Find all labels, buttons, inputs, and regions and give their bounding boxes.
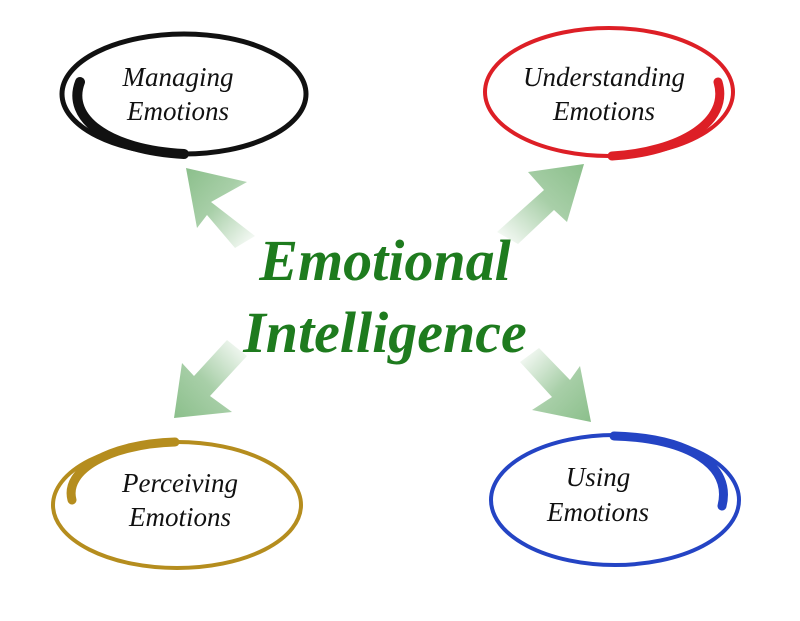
node-perceiving-line2: Emotions bbox=[128, 502, 231, 532]
arrow-to-understanding bbox=[497, 164, 584, 244]
ellipse-using-accent bbox=[609, 431, 728, 511]
center-title-line2: Intelligence bbox=[242, 300, 527, 365]
node-perceiving-line1: Perceiving bbox=[121, 468, 238, 498]
node-using: Using Emotions bbox=[489, 431, 741, 567]
node-managing-line1: Managing bbox=[122, 62, 234, 92]
arrow-to-using bbox=[520, 348, 591, 422]
node-understanding: Understanding Emotions bbox=[483, 26, 735, 161]
ellipse-understanding-accent bbox=[607, 77, 725, 161]
node-managing: Managing Emotions bbox=[59, 31, 309, 159]
arrow-to-managing bbox=[186, 168, 255, 248]
node-perceiving: Perceiving Emotions bbox=[51, 437, 303, 570]
ellipse-perceiving-accent bbox=[66, 437, 180, 505]
node-understanding-line2: Emotions bbox=[552, 96, 655, 126]
node-managing-line2: Emotions bbox=[126, 96, 229, 126]
node-using-line2: Emotions bbox=[546, 497, 649, 527]
arrow-to-perceiving bbox=[174, 340, 247, 418]
center-title-line1: Emotional bbox=[258, 228, 511, 293]
node-using-line1: Using bbox=[566, 462, 631, 492]
ellipse-managing-accent bbox=[72, 77, 189, 159]
node-understanding-line1: Understanding bbox=[523, 62, 685, 92]
